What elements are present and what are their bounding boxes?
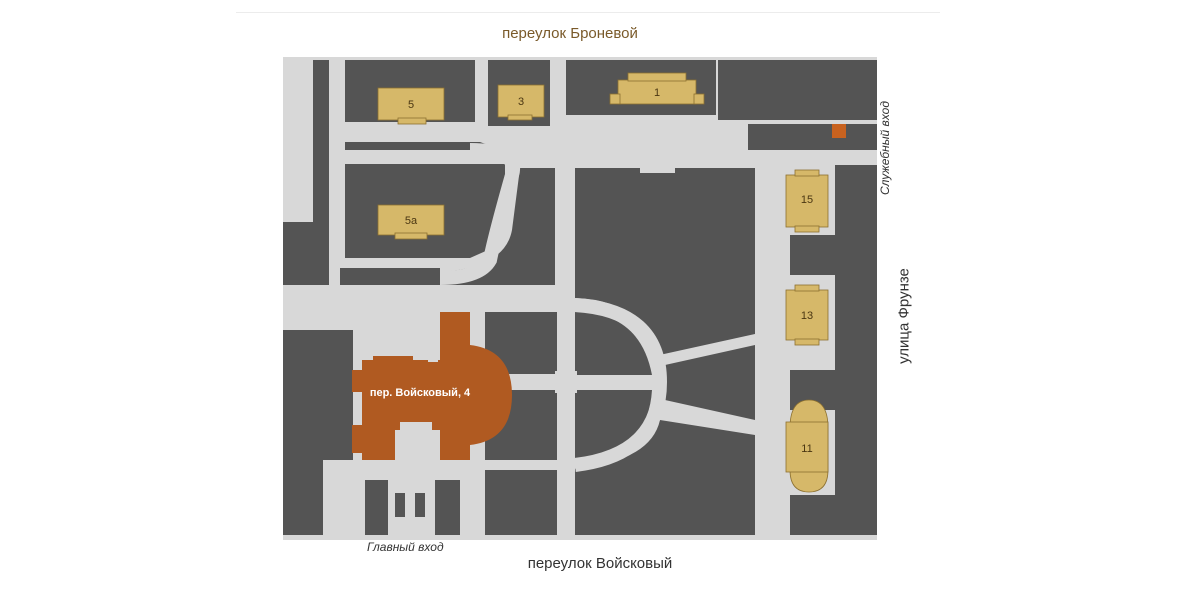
main-entrance-label: Главный вход: [367, 540, 444, 554]
block-lower-left: [283, 330, 353, 480]
block-right-15: [835, 165, 877, 235]
building-15[interactable]: 15: [785, 169, 829, 233]
block-east: [665, 345, 755, 420]
path-right-vertical: [755, 164, 790, 535]
building-11-label: 11: [801, 443, 812, 455]
building-15-label: 15: [801, 194, 813, 206]
building-5a-label: 5а: [405, 215, 418, 227]
walkways: [283, 138, 877, 535]
path-crossing: [555, 371, 577, 393]
block-left-edge: [283, 222, 329, 285]
block-top-right-lower: [748, 124, 877, 152]
path-curve-north: [439, 143, 521, 285]
path-plaza: [640, 138, 675, 173]
building-11[interactable]: 11: [785, 399, 829, 493]
main-building[interactable]: пер. Войсковый, 4: [352, 312, 512, 460]
block-quad-ne: [575, 312, 652, 375]
door-right: [415, 493, 425, 517]
building-3[interactable]: 3: [497, 84, 545, 121]
path-top-horizontal: [329, 150, 877, 164]
door-left: [395, 493, 405, 517]
street-label-frunze: улица Фрунзе: [895, 268, 913, 364]
service-entrance-label: Служебный вход: [878, 101, 892, 195]
block-center-north: [575, 168, 755, 360]
service-marker: [832, 124, 846, 138]
street-label-voyskovy: переулок Войсковый: [527, 555, 673, 572]
block-east-lower: [560, 420, 755, 535]
main-building-label: пер. Войсковый, 4: [370, 387, 471, 399]
building-5a[interactable]: 5а: [377, 204, 445, 240]
block-quad-se: [575, 390, 652, 460]
block-right-11: [835, 410, 877, 535]
building-13[interactable]: 13: [785, 284, 829, 346]
building-5[interactable]: 5: [377, 87, 445, 125]
block-middle-left: [340, 268, 440, 285]
gate-notch-2: [736, 124, 746, 144]
block-right-mid: [790, 235, 877, 275]
path-bottom: [323, 460, 485, 480]
building-3-label: 3: [518, 96, 524, 108]
building-5-label: 5: [408, 99, 414, 111]
block-top-right: [718, 60, 877, 120]
path-arc: [574, 298, 668, 472]
block-lower-left-2: [283, 480, 323, 535]
building-1[interactable]: 1: [609, 72, 705, 105]
building-13-label: 13: [801, 310, 813, 322]
path-center-vertical: [557, 300, 575, 535]
block-bottom-middle: [485, 470, 557, 535]
block-right-bottom: [790, 495, 835, 535]
block-entrance-left: [365, 480, 388, 535]
block-right-13: [835, 275, 877, 370]
top-divider: [236, 12, 940, 13]
gate-notch-1: [656, 124, 666, 138]
building-1-label: 1: [654, 87, 660, 99]
street-label-bronevoy: переулок Броневой: [502, 25, 638, 42]
path-diagonal-se: [658, 400, 762, 433]
buildings-layer: 5 3 1 5а: [352, 72, 846, 517]
path-diagonal-ne: [658, 333, 762, 365]
block-entrance-right: [435, 480, 460, 535]
block-center-strip: [440, 168, 555, 285]
